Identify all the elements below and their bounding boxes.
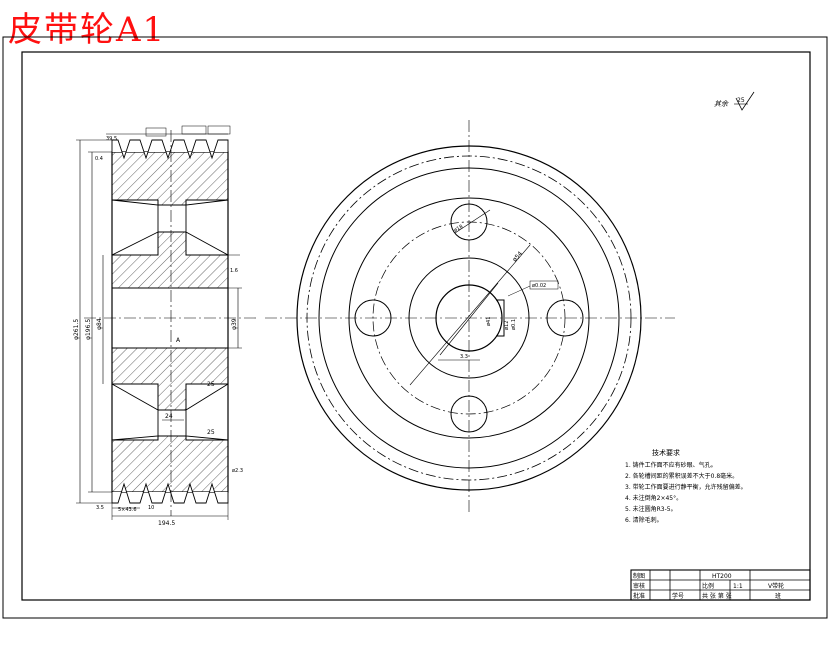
roughness-label: 其余	[714, 100, 729, 108]
dim-hole-small: ø18	[453, 224, 464, 234]
top-grooves	[111, 139, 229, 160]
drawing-title: 皮带轮A1	[8, 10, 167, 50]
dim-groove-top: 39.5	[106, 136, 117, 142]
tb-scale-label: 比例	[702, 582, 714, 590]
dim-total-width: 194.5	[158, 520, 175, 527]
center-mark: A	[176, 337, 181, 344]
dim-bore: φ39	[231, 318, 238, 330]
tb-approved: 批准	[633, 592, 645, 600]
note-2: 2. 各轮槽间距的累积误差不大于0.8毫米。	[625, 472, 738, 480]
dim-step-b: 10	[148, 505, 154, 511]
inner-frame	[21, 51, 811, 601]
notes-heading: 技术要求	[652, 448, 680, 457]
technical-notes: 技术要求 1. 铸件工作面不应有砂眼、气孔。 2. 各轮槽间距的累积误差不大于0…	[625, 448, 747, 524]
dim-spoke-bottom: 25	[207, 429, 215, 436]
roughness-symbol: 其余 25	[714, 91, 755, 111]
upper-rim	[111, 151, 229, 206]
section-view: φ261.5 φ196.5 φ84 φ39 24 25 25 39.5 0.4 …	[73, 125, 256, 527]
keyway	[496, 299, 505, 337]
tb-sheet: 共 张 第 张	[702, 592, 732, 600]
tb-part-code: HT200	[712, 573, 732, 580]
note-1: 1. 铸件工作面不应有砂眼、气孔。	[625, 461, 717, 469]
front-view	[265, 120, 675, 512]
dim-pcd: ø54	[511, 250, 524, 263]
title-block	[630, 569, 811, 601]
dim-pitch-diameter: φ196.5	[85, 319, 92, 340]
tb-scale-value: 1:1	[733, 583, 743, 590]
note-3: 3. 带轮工作面要进行静平衡，允许残留偏差。	[625, 483, 747, 491]
note-4: 4. 未注倒角2×45°。	[625, 494, 682, 502]
dim-hub-width: 24	[165, 413, 173, 420]
dim-key: ø12	[504, 321, 510, 330]
dim-outer-diameter: φ261.5	[73, 319, 80, 340]
tb-name: V带轮	[768, 582, 784, 590]
dim-step-a: 3.5	[96, 505, 104, 511]
tb-checked: 审核	[633, 582, 645, 590]
dim-hole-pitch: ø0.02	[532, 283, 546, 289]
dim-hub-outer: φ84	[96, 318, 103, 330]
bottom-grooves	[111, 482, 229, 504]
dim-side-right: 1.6	[230, 268, 238, 274]
tb-drawn: 制图	[633, 572, 645, 580]
tb-student-no: 学号	[672, 592, 684, 600]
dim-spoke-top: 25	[207, 381, 215, 388]
dim-groove-pitch: 5×43.6	[118, 507, 137, 513]
dim-bore-tol: 3.3	[460, 354, 468, 360]
outer-frame	[2, 36, 828, 619]
roughness-value: 25	[737, 97, 745, 104]
tb-school: 班	[775, 592, 781, 600]
note-6: 6. 清除毛刺。	[625, 516, 663, 524]
lower-rim	[111, 435, 229, 493]
note-5: 5. 未注圆角R3-5。	[625, 505, 677, 513]
dim-key-tol: ø0.1	[511, 319, 517, 330]
dim-bore-right: ø41	[486, 317, 492, 326]
dim-tol-a: ø2.3	[232, 468, 243, 474]
dim-groove-small: 0.4	[95, 156, 103, 162]
